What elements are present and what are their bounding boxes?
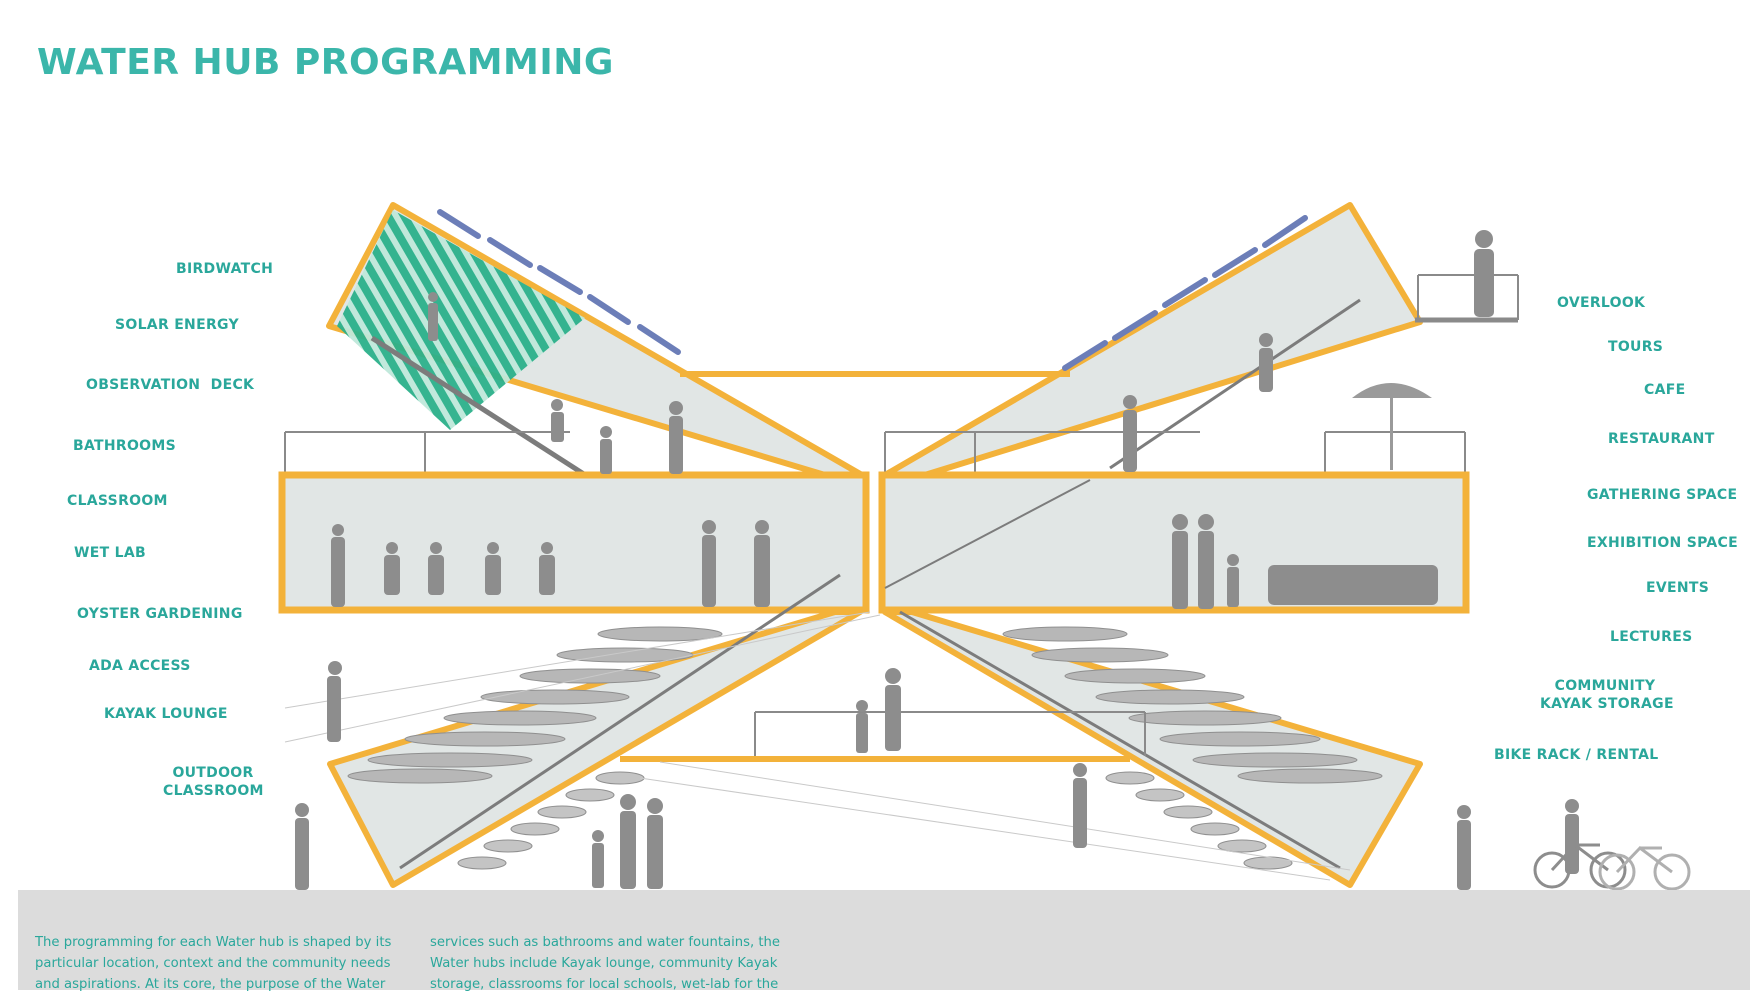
description-column-2: services such as bathrooms and water fou… [430,932,800,995]
ground-band [18,890,1750,990]
perspective-lines [284,611,1351,881]
label-gathering-space: GATHERING SPACE [1587,487,1738,503]
description-col2-line-2: Water hubs include Kayak lounge, communi… [430,956,778,971]
bike-rack [1533,842,1691,891]
cafe-umbrella [1352,383,1432,470]
overlook-container [882,202,1423,481]
label-tours: TOURS [1608,339,1664,355]
label-observation-deck: OBSERVATION DECK [86,377,255,393]
kayak-storage-container [882,609,1423,888]
description-col1-line-1: The programming for each Water hub is sh… [35,935,392,950]
classroom-container [278,471,870,614]
label-community-line2: KAYAK STORAGE [1540,696,1674,712]
description-column-1: The programming for each Water hub is sh… [35,932,405,995]
label-bathrooms: BATHROOMS [73,438,176,454]
oyster-trays [457,771,1293,870]
label-outdoor-classroom-line2: CLASSROOM [163,783,264,799]
observation-deck-container [326,202,865,481]
label-solar-energy: SOLAR ENERGY [115,317,239,333]
label-oyster-gardening: OYSTER GARDENING [77,606,243,622]
description-col1-line-3: and aspirations. At its core, the purpos… [35,977,386,992]
description-col2-line-3: storage, classrooms for local schools, w… [430,977,779,992]
label-ada-access: ADA ACCESS [89,658,191,674]
label-wet-lab: WET LAB [74,545,146,561]
label-events: EVENTS [1646,580,1710,596]
page-title: WATER HUB PROGRAMMING [37,42,614,83]
label-exhibition-space: EXHIBITION SPACE [1587,535,1738,551]
label-birdwatch: BIRDWATCH [176,261,274,277]
kayaks [347,626,1383,784]
label-kayak-lounge: KAYAK LOUNGE [104,706,228,722]
solar-panels [437,209,1308,371]
roof-railings [284,431,1466,472]
people-silhouettes [295,230,1579,890]
label-classroom: CLASSROOM [67,493,168,509]
label-outdoor-classroom: OUTDOOR CLASSROOM [163,764,263,800]
label-community-kayak-storage: COMMUNITY KAYAK STORAGE [1540,677,1674,713]
upper-bridge-beam [680,371,1070,377]
label-restaurant: RESTAURANT [1608,431,1715,447]
label-community-line1: COMMUNITY [1554,678,1656,694]
label-overlook: OVERLOOK [1557,295,1646,311]
lower-bridge [620,711,1146,762]
description-col1-line-2: particular location, context and the com… [35,956,391,971]
label-cafe: CAFE [1644,382,1686,398]
label-lectures: LECTURES [1610,629,1693,645]
label-bike-rack-rental: BIKE RACK / RENTAL [1494,747,1659,763]
description-col2-line-1: services such as bathrooms and water fou… [430,935,780,950]
label-outdoor-classroom-line1: OUTDOOR [172,765,254,781]
overlook-platform [1415,274,1519,323]
kayak-lounge-container [327,573,863,888]
